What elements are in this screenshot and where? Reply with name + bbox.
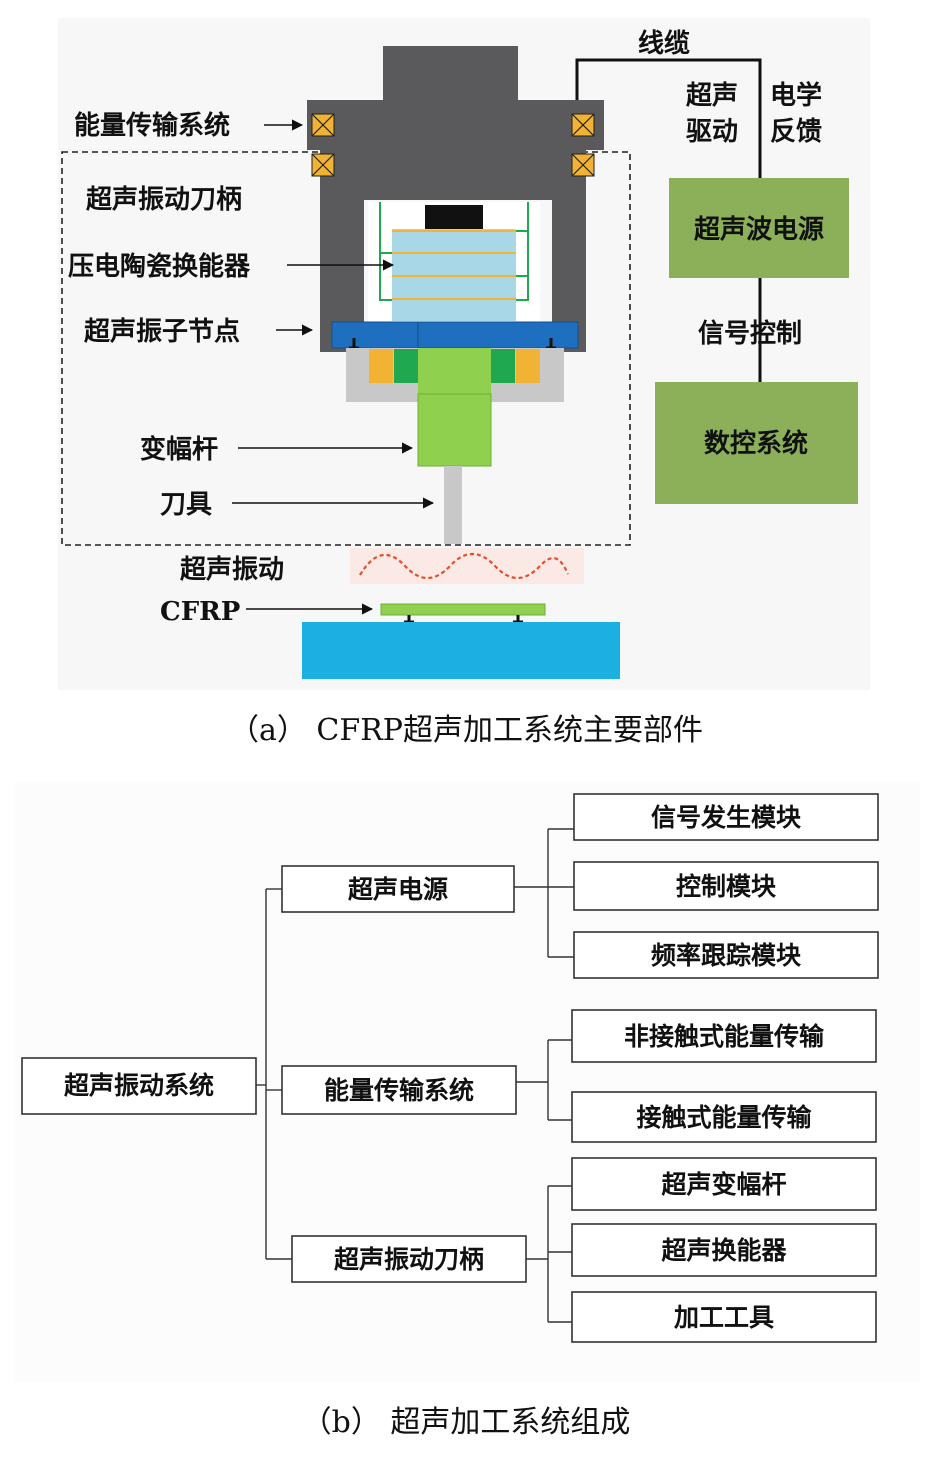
leaf-contact-transfer: 接触式能量传输 <box>636 1103 812 1132</box>
cfrp-plate <box>380 603 546 616</box>
leaf-box <box>573 931 879 979</box>
label-vibration: 超声振动 <box>180 555 284 585</box>
label-feedback-2: 反馈 <box>770 117 822 147</box>
leaf-frequency-tracking: 频率跟踪模块 <box>651 941 801 970</box>
label-power-supply: 超声波电源 <box>694 215 824 245</box>
back-mass <box>425 205 483 229</box>
piezo-stack <box>392 229 516 321</box>
branch-toolholder-label: 超声振动刀柄 <box>334 1245 484 1274</box>
branch-power-box <box>281 865 515 913</box>
leaf-transducer: 超声换能器 <box>661 1236 787 1265</box>
label-drive-1: 超声 <box>686 81 738 111</box>
label-piezo: 压电陶瓷换能器 <box>68 251 251 282</box>
leaf-horn: 超声变幅杆 <box>661 1170 786 1199</box>
housing-top <box>355 150 563 200</box>
collar-ring-left <box>394 349 418 383</box>
node-flange <box>331 321 579 349</box>
label-signal-control: 信号控制 <box>698 319 802 349</box>
coil-icon <box>311 113 595 177</box>
leaf-machining-tool: 加工工具 <box>673 1303 774 1332</box>
collar-coil-left <box>369 349 393 383</box>
collar-coil-right <box>516 349 540 383</box>
leaf-signal-generator: 信号发生模块 <box>651 803 801 832</box>
branch-toolholder-box <box>291 1235 527 1283</box>
cnc-system-box <box>655 382 858 504</box>
horn <box>417 393 492 467</box>
leaf-box <box>571 1091 877 1143</box>
label-node: 超声振子节点 <box>84 316 240 347</box>
label-horn: 变幅杆 <box>140 434 218 465</box>
label-tool: 刀具 <box>160 490 212 520</box>
leaf-control-module: 控制模块 <box>676 872 776 901</box>
figure-b: 超声振动系统 超声电源 能量传输系统 超声振动刀柄 信号发生模块 控制模块 频率… <box>14 782 920 1440</box>
work-table <box>302 622 620 679</box>
branch-power-label: 超声电源 <box>348 875 448 904</box>
leaf-noncontact-transfer: 非接触式能量传输 <box>624 1022 825 1051</box>
leaf-box <box>571 1223 877 1277</box>
caption-b: （b） 超声加工系统组成 <box>302 1405 631 1440</box>
horn-upper <box>418 348 491 394</box>
tree-root-label: 超声振动系统 <box>64 1071 214 1100</box>
leaf-box <box>573 861 879 911</box>
ultrasonic-power-supply-box <box>669 178 849 278</box>
label-cnc: 数控系统 <box>704 428 808 459</box>
collar-ring-right <box>491 349 515 383</box>
label-toolholder: 超声振动刀柄 <box>86 185 242 215</box>
label-energy-transfer: 能量传输系统 <box>74 110 230 141</box>
leaf-box <box>571 1009 877 1063</box>
tool <box>444 466 462 544</box>
branch-energy-label: 能量传输系统 <box>324 1076 474 1105</box>
cable-line <box>575 58 762 178</box>
electrode-wires <box>379 202 529 301</box>
leaf-box <box>571 1157 877 1211</box>
figure-a: 能量传输系统 超声振动刀柄 压电陶瓷换能器 超声振子节点 变幅杆 刀具 超声振动… <box>58 18 870 748</box>
tree-root-box <box>21 1057 257 1115</box>
vibration-zone <box>350 548 584 584</box>
stator-bar <box>307 100 604 150</box>
label-feedback-1: 电学 <box>770 80 822 111</box>
caption-a: （a） CFRP超声加工系统主要部件 <box>229 713 703 748</box>
leaf-box <box>573 793 879 841</box>
label-drive-2: 驱动 <box>686 117 738 147</box>
branch-energy-box <box>281 1065 517 1115</box>
label-cfrp: CFRP <box>160 597 240 627</box>
tree-connectors <box>256 828 574 1323</box>
label-cable: 线缆 <box>638 28 690 59</box>
leaf-box <box>571 1291 877 1343</box>
